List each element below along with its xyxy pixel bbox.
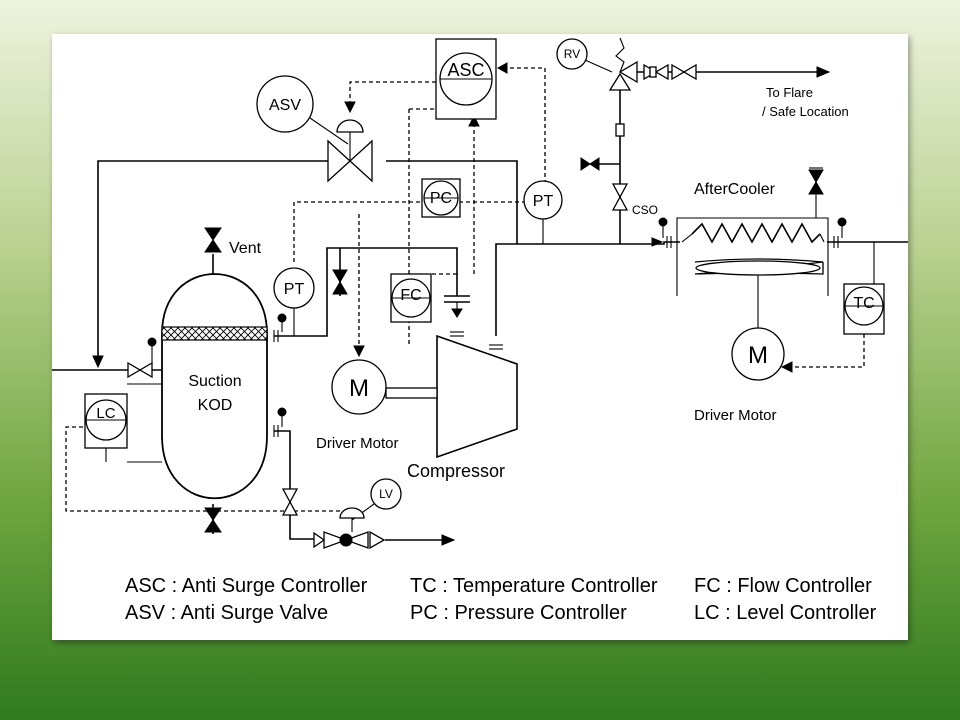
legend-asv: ASV : Anti Surge Valve	[125, 602, 328, 624]
signal-arrow-asv	[344, 101, 356, 114]
asc-tag: ASC	[447, 60, 484, 80]
driver-motor-1-label: Driver Motor	[316, 435, 399, 452]
signal-asc-asv	[349, 81, 436, 106]
discharge-line	[495, 243, 652, 336]
relief-valve	[608, 72, 632, 91]
signal-lc-lv	[65, 426, 352, 512]
flare-arrow	[816, 66, 831, 78]
asv-valve-left	[327, 139, 351, 183]
relief-valve-out	[618, 60, 638, 84]
vent-valve	[204, 227, 222, 241]
lv-circle	[370, 478, 402, 510]
driver-motor-1	[331, 359, 387, 415]
vent-label: Vent	[229, 240, 262, 257]
asv-actuator	[336, 119, 364, 133]
pt2-tag: PT	[533, 193, 554, 210]
compressor-label: Compressor	[407, 461, 505, 481]
lv-tag: LV	[379, 487, 393, 501]
aftercooler-frame	[676, 217, 829, 296]
fc-tag: FC	[400, 287, 421, 304]
rv-tag: RV	[564, 47, 580, 61]
legend-fc: FC : Flow Controller	[694, 575, 872, 597]
safe-location-label: / Safe Location	[762, 104, 849, 119]
signal-pt-asc	[507, 67, 546, 184]
aftercooler-coil	[691, 222, 821, 244]
pc-tag: PC	[430, 190, 452, 207]
kod-label: KOD	[198, 397, 233, 414]
demister-pad	[161, 326, 268, 341]
asv-tag: ASV	[269, 97, 301, 114]
cso-label: CSO	[632, 203, 658, 217]
driver-motor-2-label: Driver Motor	[694, 407, 777, 424]
signal-arrow-motor	[353, 345, 365, 358]
legend-asc: ASC : Anti Surge Controller	[125, 575, 368, 597]
asv-link	[309, 117, 349, 145]
diagram-panel: ASC ASV PC PT PT FC LC TC RV	[52, 34, 908, 640]
asv-discharge-line	[386, 160, 518, 244]
recycle-arrow	[92, 355, 104, 369]
pt1-tag: PT	[284, 281, 305, 298]
tc-tag: TC	[853, 295, 874, 312]
asv-circle	[256, 75, 314, 133]
signal-arrow-asc2	[468, 114, 480, 127]
motor2-tag: M	[748, 342, 768, 369]
process-flow-diagram: ASC ASV PC PT PT FC LC TC RV	[52, 37, 908, 624]
liquid-drain	[274, 430, 320, 540]
driver-motor-2	[731, 327, 785, 381]
rv-circle	[556, 38, 588, 70]
suction-line	[274, 247, 458, 337]
asv-valve-right	[349, 139, 373, 183]
compressor	[436, 334, 518, 459]
suction-label: Suction	[188, 373, 241, 390]
motor1-tag: M	[349, 375, 369, 402]
lc-tag: LC	[96, 405, 115, 422]
legend-pc: PC : Pressure Controller	[410, 602, 627, 624]
recycle-line	[97, 160, 372, 364]
legend-lc: LC : Level Controller	[694, 602, 877, 624]
signal-pt1-pc	[293, 201, 422, 262]
to-flare-label: To Flare	[766, 85, 813, 100]
signal-arrow-asc	[496, 62, 508, 74]
aftercooler-label: AfterCooler	[694, 181, 776, 198]
outlet-arrow	[441, 534, 456, 546]
legend-tc: TC : Temperature Controller	[410, 575, 658, 597]
legend: ASC : Anti Surge Controller ASV : Anti S…	[125, 575, 877, 624]
motor1-shaft	[385, 387, 438, 399]
signal-arrow-motor2	[780, 361, 793, 373]
signal-tc-motor	[792, 334, 865, 368]
